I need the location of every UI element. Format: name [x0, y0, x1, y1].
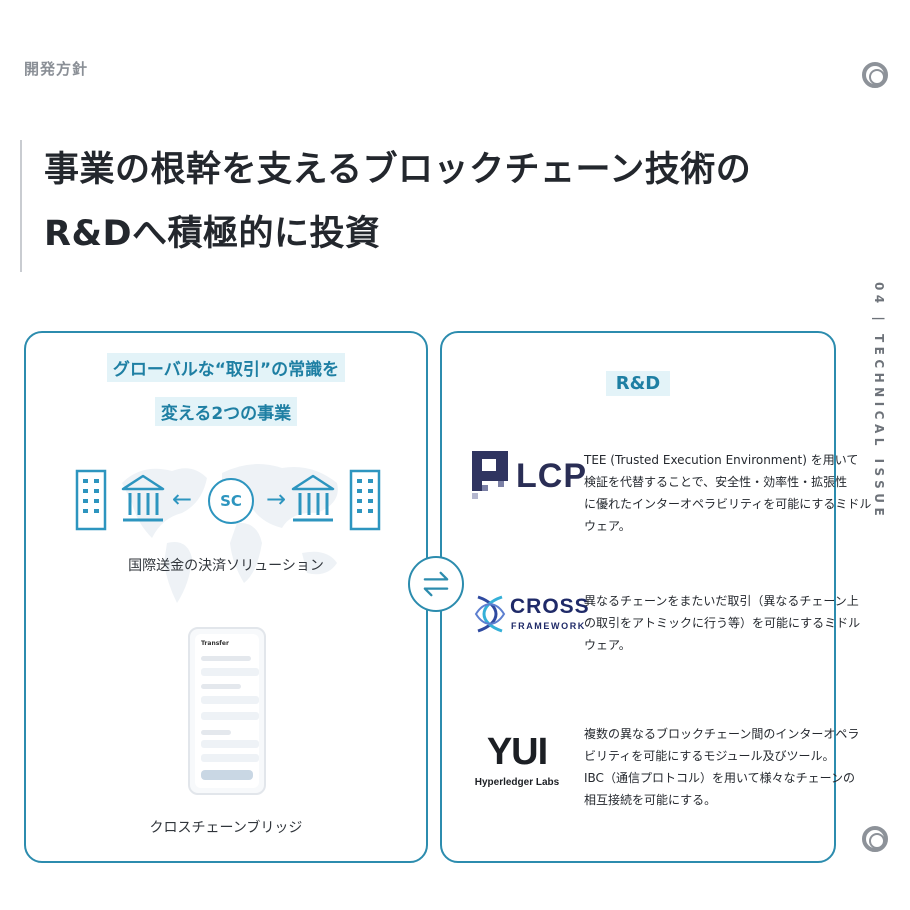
lcp-logo: LCP [472, 451, 586, 505]
world-map-icon [122, 464, 338, 603]
page-title: 事業の根幹を支えるブロックチェーン技術の R&Dへ積極的に投資 [44, 138, 751, 266]
section-label: 開発方針 [24, 60, 89, 78]
yui-description-line: 複数の異なるブロックチェーン間のインターオペラ [584, 727, 860, 741]
bridge-app-screenshot: Transfer [188, 627, 266, 795]
cross-framework-logo: CROSS FRAMEWORK [472, 591, 589, 641]
rd-heading: R&D [605, 371, 671, 396]
title-rule [20, 140, 22, 272]
side-section-text: 04 | TECHNICAL ISSUE [872, 282, 886, 521]
cross-description-line: の取引をアトミックに行う等）を可能にするミドル [584, 616, 861, 630]
business-panel: グローバルな“取引”の常識を 変える2つの事業 ← SC → [24, 331, 428, 863]
bank-icon [291, 474, 335, 522]
yui-logo-text: YUI [486, 731, 548, 773]
yui-description-line: 相互接続を可能にする。 [584, 793, 717, 807]
yui-logo: YUI Hyperledger Labs [472, 731, 562, 788]
solution-caption: 国際送金の決済ソリューション [128, 558, 324, 574]
cross-logo-text: CROSS [510, 595, 590, 618]
lcp-description-line: ウェア。 [584, 519, 631, 533]
cross-description: 異なるチェーンをまたいだ取引（異なるチェーン上 の取引をアトミックに行う等）を可… [584, 590, 861, 656]
page-title-line-2: R&Dへ積極的に投資 [44, 214, 381, 254]
building-icon [349, 469, 381, 531]
building-icon [75, 469, 107, 531]
cross-knot-icon [474, 595, 506, 633]
page-title-line-1: 事業の根幹を支えるブロックチェーン技術の [44, 150, 752, 190]
lcp-logo-icon [472, 451, 508, 499]
phone-title: Transfer [201, 640, 229, 647]
arrow-right-icon: → [266, 485, 287, 513]
lcp-description-line: 検証を代替することで、安全性・効率性・拡張性 [584, 475, 848, 489]
business-heading-line-2: 変える2つの事業 [154, 397, 298, 426]
lcp-logo-text: LCP [516, 457, 587, 495]
yui-description: 複数の異なるブロックチェーン間のインターオペラ ビリティを可能にするモジュール及… [584, 723, 860, 811]
cross-description-line: ウェア。 [584, 638, 631, 652]
yui-logo-subtext: Hyperledger Labs [474, 777, 560, 788]
swap-arrows-icon [408, 556, 464, 612]
cross-description-line: 異なるチェーンをまたいだ取引（異なるチェーン上 [584, 594, 859, 608]
sc-coin-icon: SC [208, 478, 254, 524]
bridge-caption: クロスチェーンブリッジ [149, 820, 303, 836]
yui-description-line: IBC（通信プロトコル）を用いて様々なチェーンの [584, 771, 855, 785]
lcp-description-line: TEE (Trusted Execution Environment) を用いて [584, 453, 859, 467]
business-heading-line-1: グローバルな“取引”の常識を [106, 353, 346, 382]
ring-logo-icon [862, 826, 888, 852]
ring-logo-icon [862, 62, 888, 88]
lcp-description-line: に優れたインターオペラビリティを可能にするミドル [584, 497, 872, 511]
yui-description-line: ビリティを可能にするモジュール及びツール。 [584, 749, 835, 763]
lcp-description: TEE (Trusted Execution Environment) を用いて… [584, 449, 872, 537]
cross-logo-subtext: FRAMEWORK [511, 621, 586, 631]
rd-panel: R&D LCP TEE (Trusted Execution Environme… [440, 331, 872, 863]
arrow-left-icon: ← [172, 485, 193, 513]
bank-icon [121, 474, 165, 522]
